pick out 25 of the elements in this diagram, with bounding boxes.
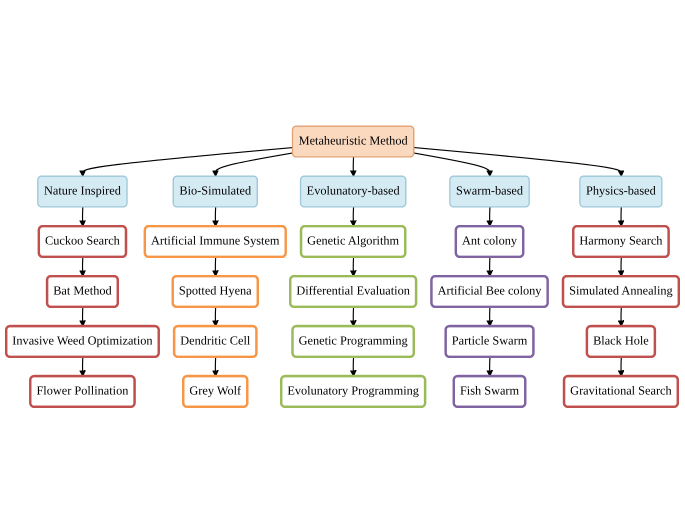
- arrow: [79, 146, 293, 176]
- arrow: [618, 356, 624, 376]
- arrow: [350, 356, 357, 376]
- arrow: [79, 206, 86, 226]
- arrow: [414, 152, 494, 176]
- arrow: [486, 256, 494, 276]
- arrow: [212, 152, 293, 176]
- arrow: [618, 256, 624, 276]
- arrow: [350, 206, 357, 226]
- arrow: [212, 356, 219, 376]
- arrow: [414, 146, 624, 176]
- arrow: [79, 256, 86, 276]
- arrow: [350, 306, 357, 326]
- arrow: [618, 206, 624, 226]
- arrow: [618, 306, 624, 326]
- arrow: [486, 356, 494, 376]
- arrow: [212, 306, 219, 326]
- arrow: [486, 206, 494, 226]
- arrow: [486, 306, 494, 326]
- arrow: [212, 206, 219, 226]
- arrow: [79, 356, 86, 376]
- arrow: [350, 256, 357, 276]
- arrow: [350, 156, 357, 176]
- arrow: [212, 256, 219, 276]
- arrow: [79, 306, 86, 326]
